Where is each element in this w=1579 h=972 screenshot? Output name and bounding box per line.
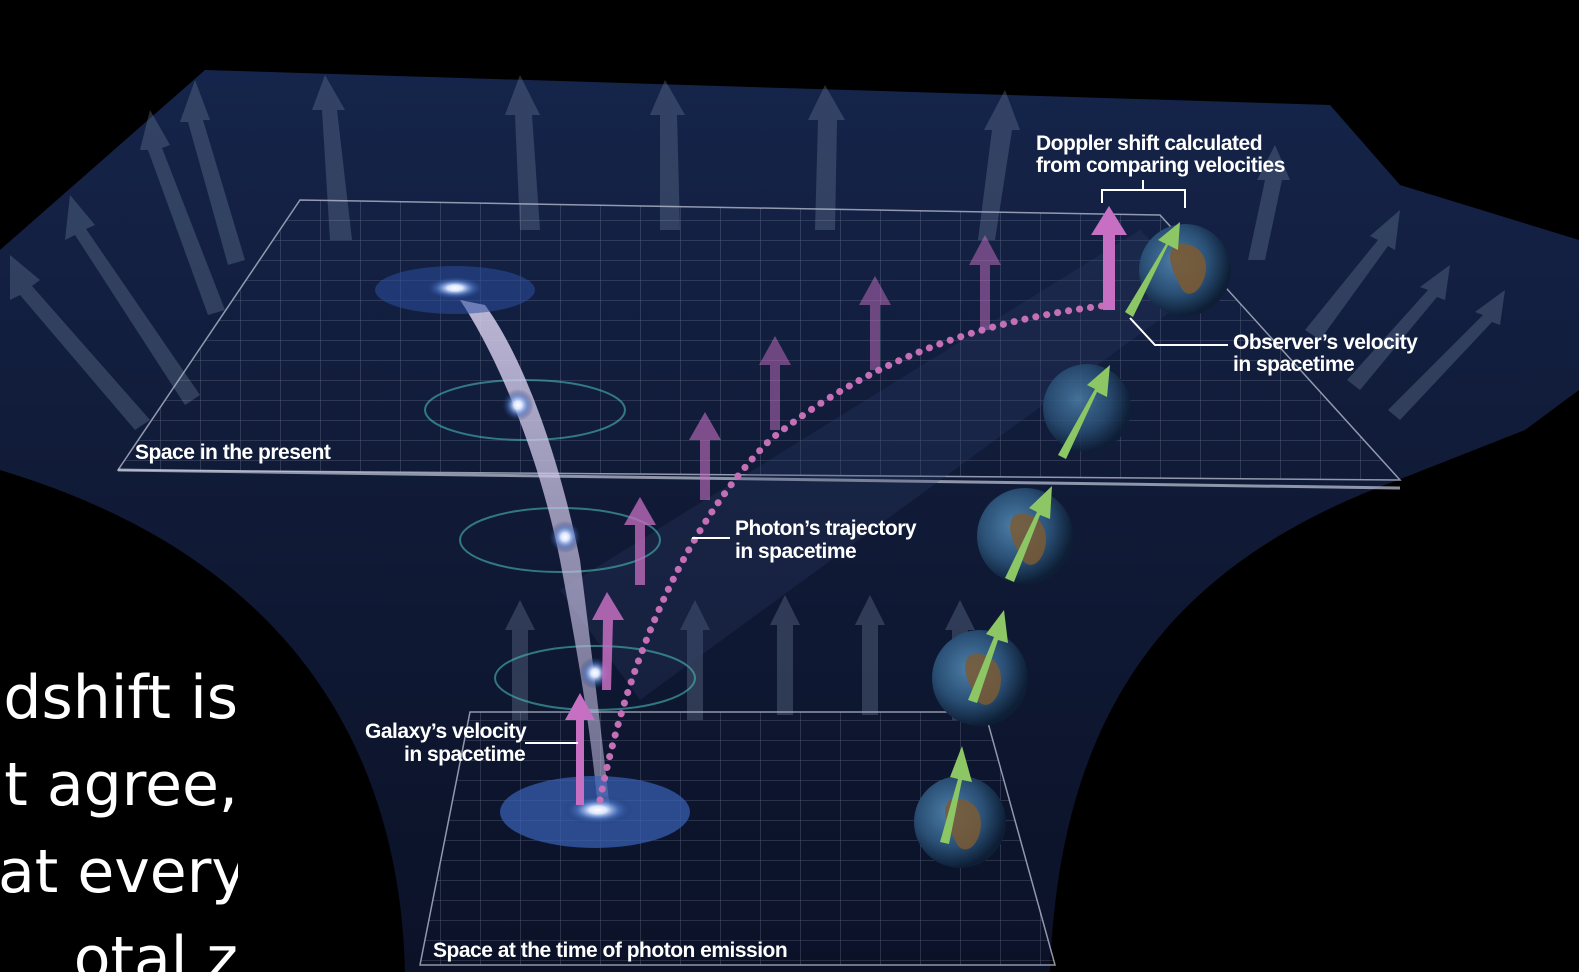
observer-velocity-arrows bbox=[940, 222, 1180, 844]
leader-lines bbox=[525, 180, 1228, 744]
slide-caption: dshift is t agree, at every otal z bbox=[0, 655, 238, 972]
space-present-label: Space in the present bbox=[135, 441, 331, 464]
light-beam bbox=[560, 230, 1200, 700]
doppler-label-line2: from comparing velocities bbox=[1036, 154, 1285, 177]
caption-line-3: at every bbox=[0, 837, 238, 907]
observer-label-line1: Observer’s velocity bbox=[1233, 331, 1418, 354]
photon-label-line2: in spacetime bbox=[735, 540, 856, 563]
observer-label-line2: in spacetime bbox=[1233, 353, 1354, 376]
photon-label-line1: Photon’s trajectory bbox=[735, 517, 917, 540]
caption-line-2: t agree, bbox=[4, 750, 238, 820]
galaxy-glow-2 bbox=[549, 521, 581, 553]
galaxy-worldline bbox=[460, 300, 610, 810]
galaxy-velocity-arrows bbox=[565, 206, 1127, 805]
galaxy-label-line2: in spacetime bbox=[404, 743, 525, 766]
galaxy-present bbox=[375, 266, 535, 314]
expansion-arrows bbox=[10, 75, 1505, 720]
space-emission-label: Space at the time of photon emission bbox=[433, 939, 787, 962]
galaxy-label-line1: Galaxy’s velocity bbox=[365, 720, 527, 743]
doppler-label-line1: Doppler shift calculated bbox=[1036, 132, 1262, 155]
present-plane-edge bbox=[117, 468, 1401, 490]
caption-line-1: dshift is bbox=[3, 663, 238, 733]
caption-line-4: otal z bbox=[73, 924, 238, 972]
galaxy-glow-1 bbox=[502, 389, 534, 421]
galaxy-emission bbox=[500, 776, 690, 848]
